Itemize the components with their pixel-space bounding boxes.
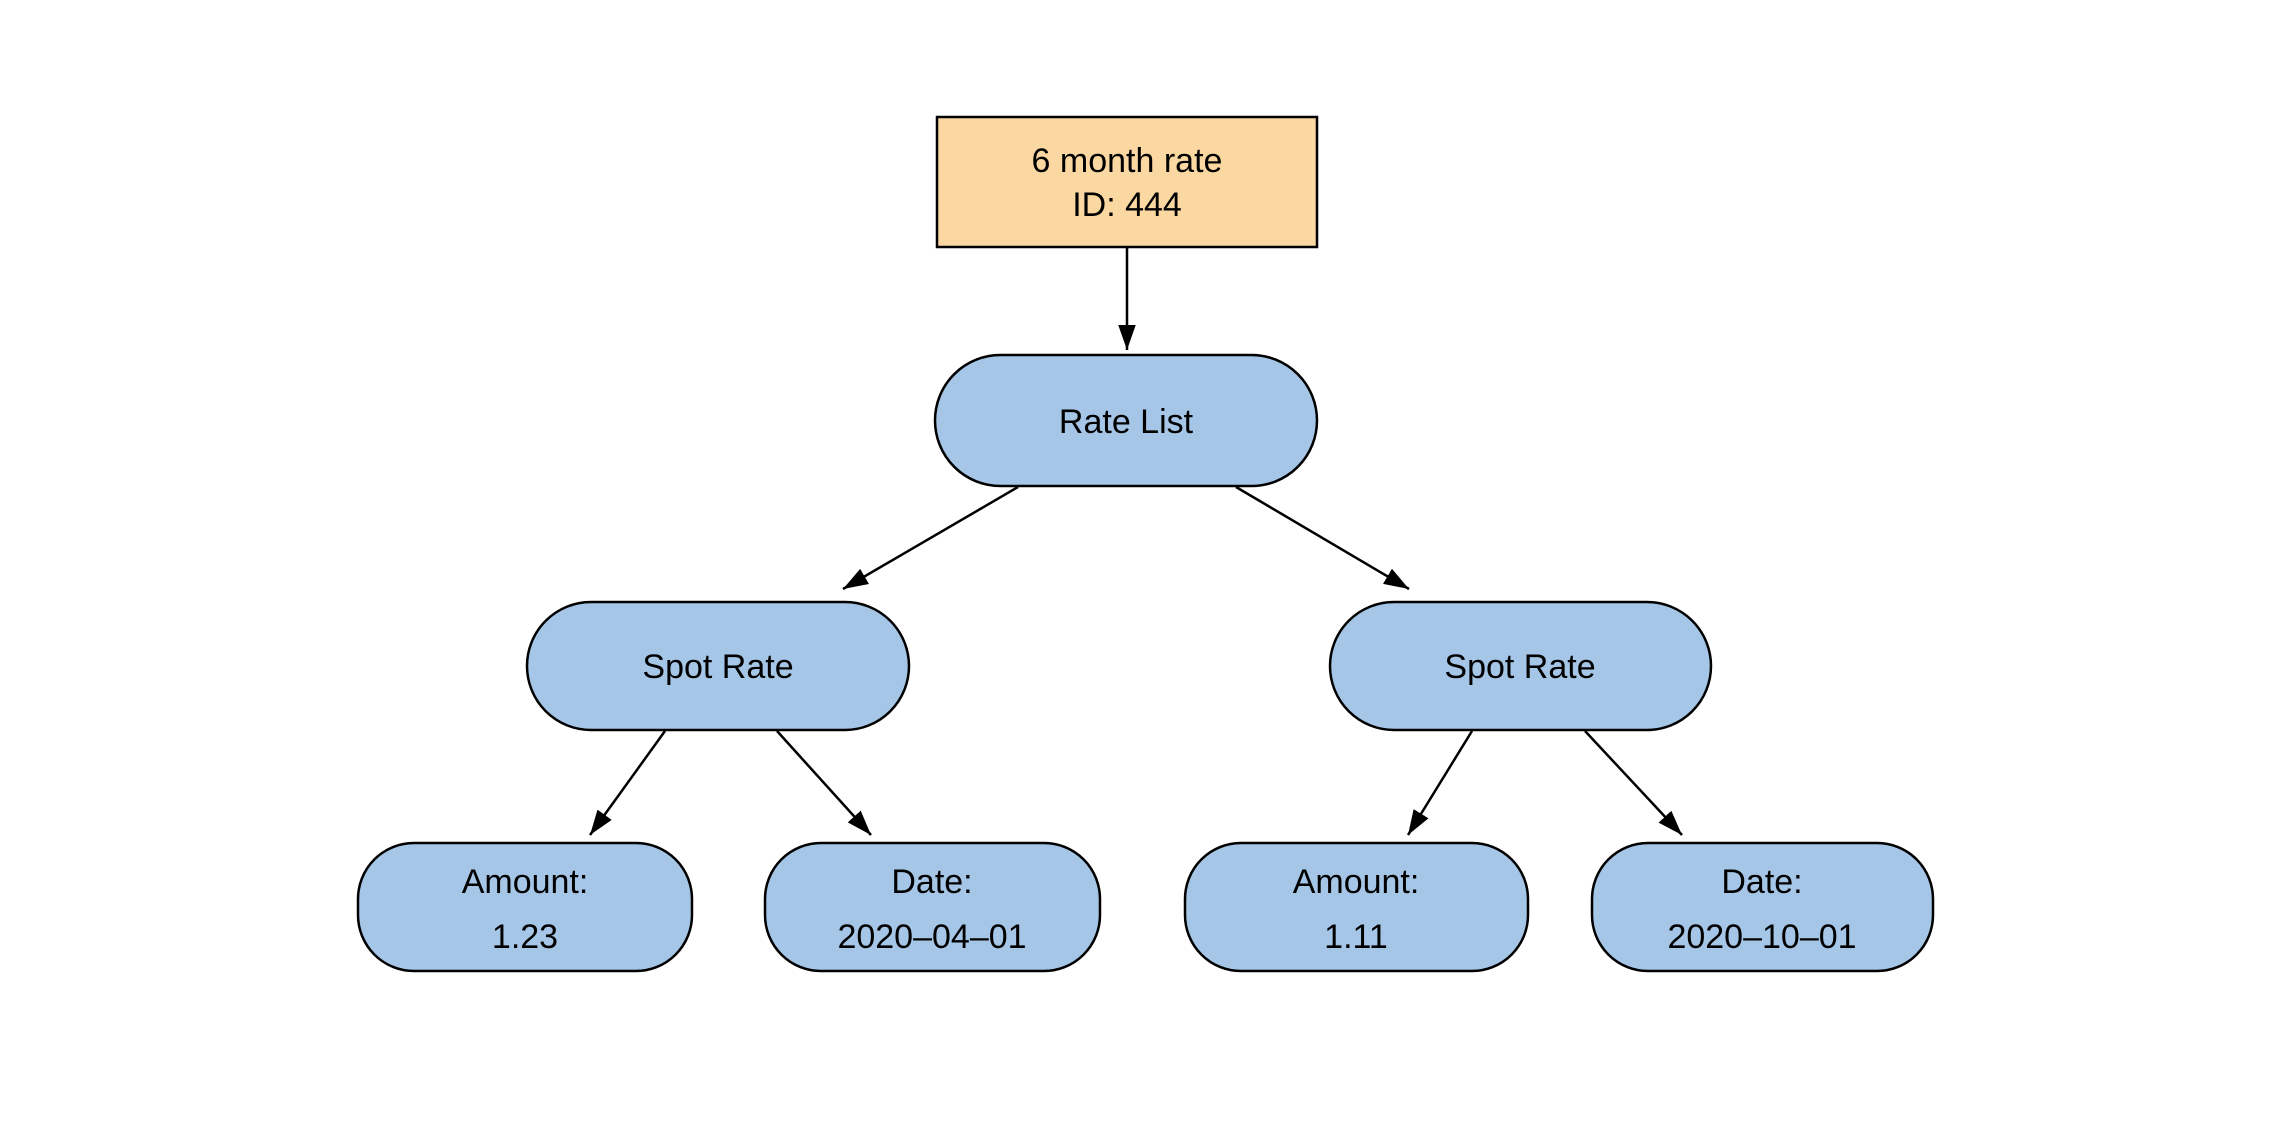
rate-list-node: Rate List (933, 353, 1319, 488)
date-left-node-key: Date: (891, 863, 972, 901)
spot-rate-left-node: Spot Rate (525, 600, 911, 732)
amount-right-node-key: Amount: (1293, 863, 1420, 901)
date-right-node: Date: 2020–10–01 (1590, 841, 1935, 973)
edge-spot-rate-left-to-amount-left (588, 730, 667, 836)
edge-rate-list-to-spot-rate-left (842, 485, 1019, 591)
amount-left-node-key: Amount: (462, 863, 589, 901)
date-left-node-shape (763, 841, 1102, 973)
spot-rate-left-node-label: Spot Rate (642, 648, 793, 686)
date-right-node-shape (1590, 841, 1935, 973)
edge-rate-list-to-spot-rate-right (1235, 485, 1410, 591)
date-left-node-value: 2020–04–01 (837, 918, 1026, 956)
root-node-id: ID: 444 (1072, 186, 1182, 224)
date-right-node-key: Date: (1721, 863, 1802, 901)
spot-rate-left-node-shape (525, 600, 911, 732)
root-node-shape (935, 115, 1319, 249)
amount-right-node: Amount: 1.11 (1183, 841, 1530, 973)
edge-spot-rate-left-to-date-left (776, 730, 872, 836)
amount-right-node-shape (1183, 841, 1530, 973)
date-left-node: Date: 2020–04–01 (763, 841, 1102, 973)
amount-left-node-value: 1.23 (492, 918, 558, 956)
rate-list-node-shape (933, 353, 1319, 488)
edge-spot-rate-right-to-amount-right (1406, 730, 1474, 836)
root-node-title: 6 month rate (1032, 142, 1223, 180)
edge-spot-rate-right-to-date-right (1584, 730, 1683, 836)
amount-left-node-shape (356, 841, 694, 973)
root-node: 6 month rate ID: 444 (935, 115, 1319, 249)
spot-rate-right-node-shape (1328, 600, 1713, 732)
spot-rate-right-node-label: Spot Rate (1444, 648, 1595, 686)
amount-right-node-value: 1.11 (1324, 918, 1388, 956)
spot-rate-right-node: Spot Rate (1328, 600, 1713, 732)
amount-left-node: Amount: 1.23 (356, 841, 694, 973)
rate-list-node-label: Rate List (1059, 403, 1194, 441)
date-right-node-value: 2020–10–01 (1667, 918, 1856, 956)
